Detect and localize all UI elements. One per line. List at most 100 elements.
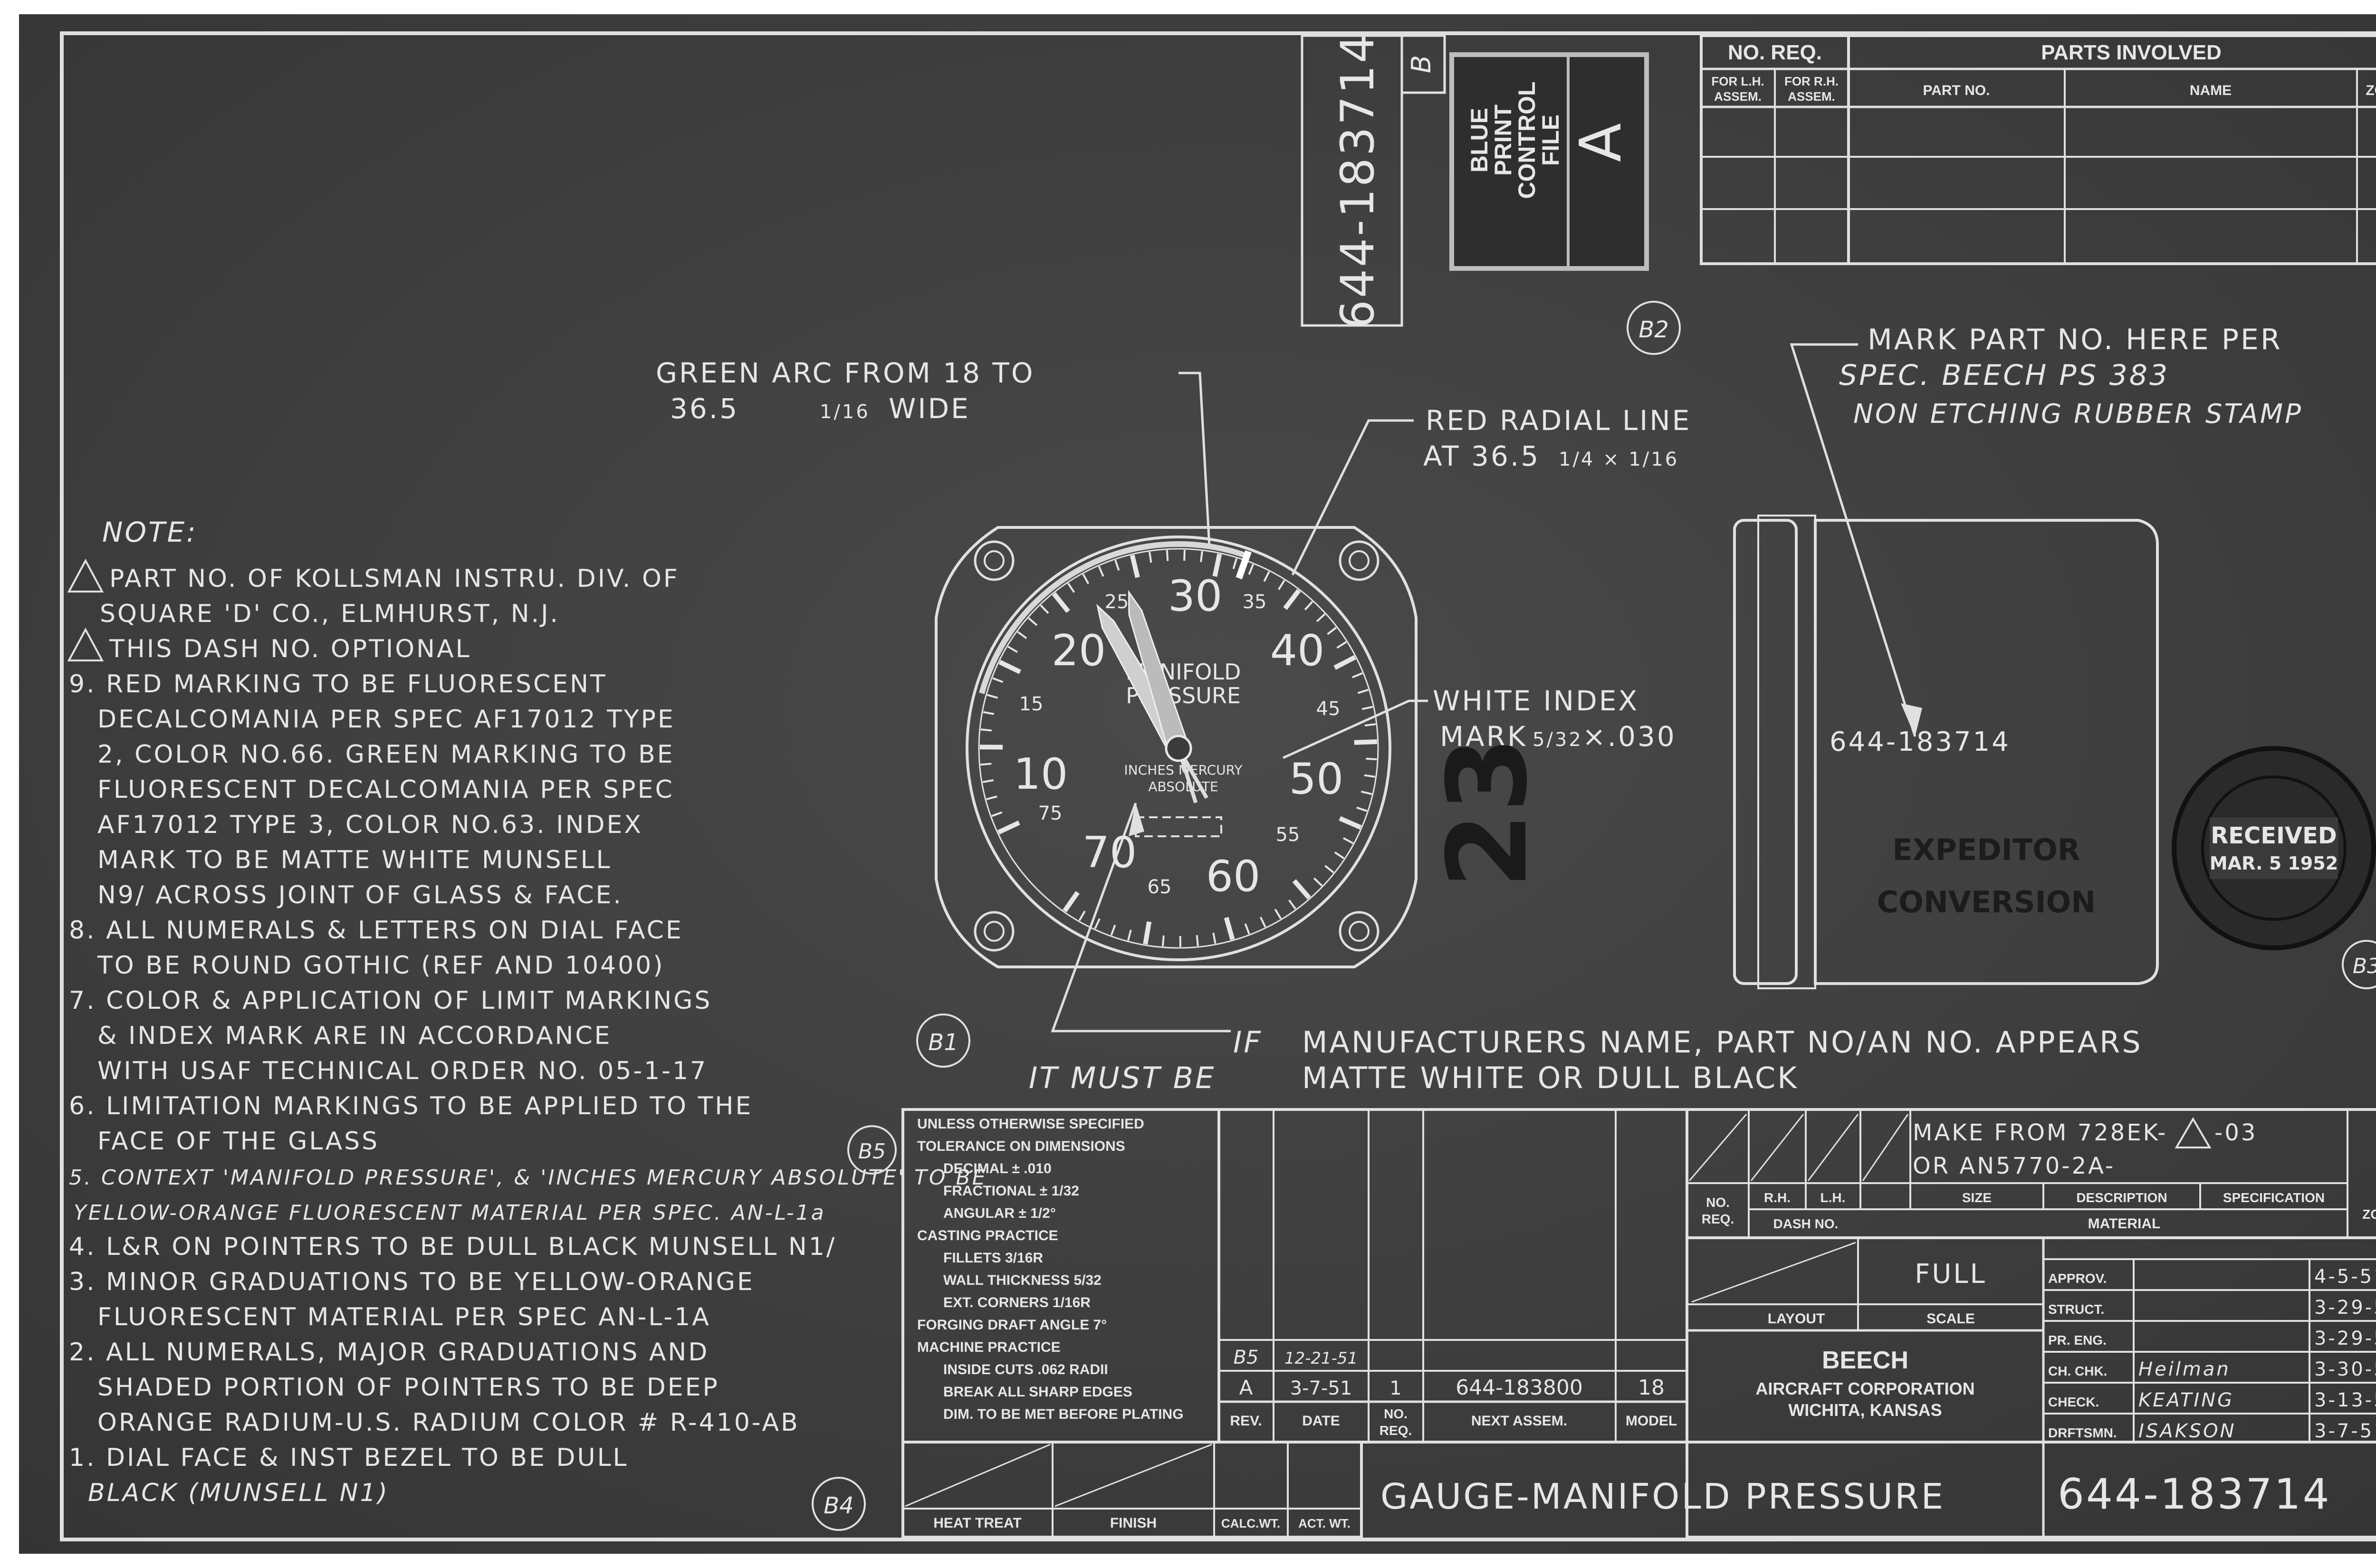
material-specification-label: SPECIFICATION — [2223, 1190, 2325, 1205]
gauge-dial-outer — [966, 535, 1391, 961]
red-radial-fraction: 1/4 × 1/16 — [1559, 449, 1679, 470]
blue-print-control-stamp: BLUE PRINT CONTROL FILE A — [1449, 52, 1649, 271]
gauge-dial-inner — [978, 548, 1379, 949]
major-tick — [1143, 921, 1152, 945]
gauge-numeral-minor-75: 75 — [1038, 803, 1063, 824]
zone-b1-label: B1 — [928, 1029, 958, 1056]
major-tick — [1063, 891, 1080, 913]
minor-tick — [1114, 560, 1120, 571]
zone-b3-marker: B3 — [2342, 940, 2376, 989]
layout-label: LAYOUT — [1768, 1311, 1825, 1327]
note-line: 9. RED MARKING TO BE FLUORESCENT — [69, 670, 607, 698]
note-line: 1. DIAL FACE & INST BEZEL TO BE DULL — [69, 1444, 629, 1472]
note-line: TO BE ROUND GOTHIC (REF AND 10400) — [97, 951, 665, 980]
note-line: FACE OF THE GLASS — [97, 1127, 379, 1156]
material-description-label: DESCRIPTION — [2076, 1190, 2167, 1205]
gauge-numeral-minor-25: 25 — [1105, 591, 1129, 613]
white-index-callout: WHITE INDEX MARK 5/32 ×.030 — [1282, 685, 1675, 759]
note-line: FLUORESCENT MATERIAL PER SPEC AN-L-1A — [97, 1303, 711, 1331]
minor-tick — [1098, 566, 1104, 577]
minor-tick — [992, 677, 1004, 683]
minor-tick — [1259, 917, 1266, 927]
gauge-side-view: 644-183714 EXPEDITOR CONVERSION — [1733, 515, 2159, 989]
mfr-line-1a: IF — [1233, 1025, 1263, 1060]
approval-date: 4-5-51 — [2314, 1266, 2376, 1288]
minor-tick — [1316, 613, 1326, 622]
minor-tick — [991, 811, 1003, 817]
rev-row-2-no-req: 1 — [1389, 1377, 1401, 1399]
note-line: BLACK (MUNSELL N1) — [88, 1479, 389, 1507]
no-req-rh-2: ASSEM. — [1788, 89, 1835, 104]
no-req-rh-1: FOR R.H. — [1784, 74, 1839, 88]
gauge-numeral-major-20: 20 — [1052, 626, 1106, 676]
stamp-line-file: FILE — [1537, 115, 1564, 166]
rev-header-req: REQ. — [1380, 1423, 1412, 1438]
approval-date: 3-29-51 — [2314, 1297, 2376, 1319]
revision-letter: B — [1406, 55, 1437, 73]
minor-tick — [1324, 865, 1334, 873]
minor-tick — [1360, 790, 1372, 795]
note-line: 6. LIMITATION MARKINGS TO BE APPLIED TO … — [69, 1092, 753, 1120]
minor-tick — [1304, 601, 1313, 611]
revision-row-a: A 3-7-51 1 644-183800 18 — [1239, 1376, 1665, 1400]
stamp-line-control: CONTROL — [1514, 81, 1540, 199]
company-line-3: WICHITA, KANSAS — [1788, 1400, 1942, 1420]
mark-part-line-2: SPEC. BEECH PS 383 — [1839, 359, 2169, 392]
gauge-numeral-major-60: 60 — [1206, 851, 1261, 901]
zone-b1-marker: B1 — [916, 1013, 970, 1068]
zone-b4-label: B4 — [824, 1492, 853, 1519]
major-tick — [1339, 816, 1362, 830]
material-dash-no-label: DASH NO. — [1773, 1216, 1839, 1231]
side-view-part-no: 644-183714 — [1830, 727, 2011, 757]
major-tick — [1283, 589, 1301, 610]
white-index-line-1: WHITE INDEX — [1433, 685, 1639, 717]
zone-b5-label: B5 — [858, 1139, 886, 1164]
note-line: 2. ALL NUMERALS, MAJOR GRADUATIONS AND — [69, 1338, 709, 1367]
tolerance-line: MACHINE PRACTICE — [917, 1339, 1061, 1355]
zone-b2-marker: B2 — [1627, 301, 1681, 355]
no-req-parts-involved-table: NO. REQ. PARTS INVOLVED FOR L.H. ASSEM. … — [1700, 34, 2376, 265]
rev-header-rev: REV. — [1230, 1413, 1262, 1429]
minor-tick — [1110, 925, 1116, 936]
calc-wt-label: CALC.WT. — [1221, 1516, 1280, 1530]
material-zone-label: ZONE — [2362, 1207, 2376, 1222]
minor-tick — [1196, 935, 1199, 947]
major-tick — [1224, 917, 1235, 940]
approval-date: 3-29-51 — [2314, 1328, 2376, 1349]
heat-treat-label: HEAT TREAT — [933, 1515, 1022, 1531]
tolerance-line: WALL THICKNESS 5/32 — [943, 1272, 1102, 1288]
minor-tick — [1040, 604, 1049, 614]
minor-tick — [980, 728, 992, 732]
material-size-label: SIZE — [1962, 1190, 1992, 1205]
no-req-lh-1: FOR L.H. — [1711, 74, 1764, 88]
zone-b4-marker: B4 — [812, 1477, 866, 1531]
minor-tick — [1232, 558, 1238, 569]
approval-role: CHECK. — [2048, 1395, 2099, 1409]
rev-header-model: MODEL — [1626, 1413, 1677, 1429]
revision-row-b5: B5 12-21-51 — [1234, 1347, 1358, 1368]
note-line: ORANGE RADIUM-U.S. RADIUM COLOR # R-410-… — [97, 1408, 800, 1437]
minor-tick — [1357, 688, 1369, 694]
note-line: DECALCOMANIA PER SPEC AF17012 TYPE — [97, 705, 675, 734]
note-line: 7. COLOR & APPLICATION OF LIMIT MARKINGS — [69, 986, 712, 1015]
green-arc-line-3: WIDE — [889, 392, 970, 425]
gauge-numeral-minor-55: 55 — [1276, 824, 1300, 846]
minor-tick — [1248, 564, 1254, 575]
approvals-list: APPROV.4-5-51STRUCT.3-29-51PR. ENG.3-29-… — [2048, 1266, 2376, 1442]
approval-name: KEATING — [2138, 1389, 2234, 1411]
rev-header-no: NO. — [1384, 1406, 1408, 1421]
received-word: RECEIVED — [2211, 822, 2337, 849]
minor-tick — [1277, 580, 1285, 590]
make-from-line-1: MAKE FROM 728EK- — [1913, 1119, 2167, 1146]
note-line: THIS DASH NO. OPTIONAL — [109, 635, 471, 663]
minor-tick — [1343, 837, 1354, 844]
note-line: 3. MINOR GRADUATIONS TO BE YELLOW-ORANGE — [69, 1268, 755, 1296]
minor-tick — [1067, 583, 1075, 593]
major-tick — [1354, 739, 1377, 745]
parts-involved-title: PARTS INVOLVED — [2041, 41, 2222, 64]
green-arc-line-1: GREEN ARC FROM 18 TO — [656, 357, 1035, 389]
minor-tick — [1327, 627, 1337, 635]
